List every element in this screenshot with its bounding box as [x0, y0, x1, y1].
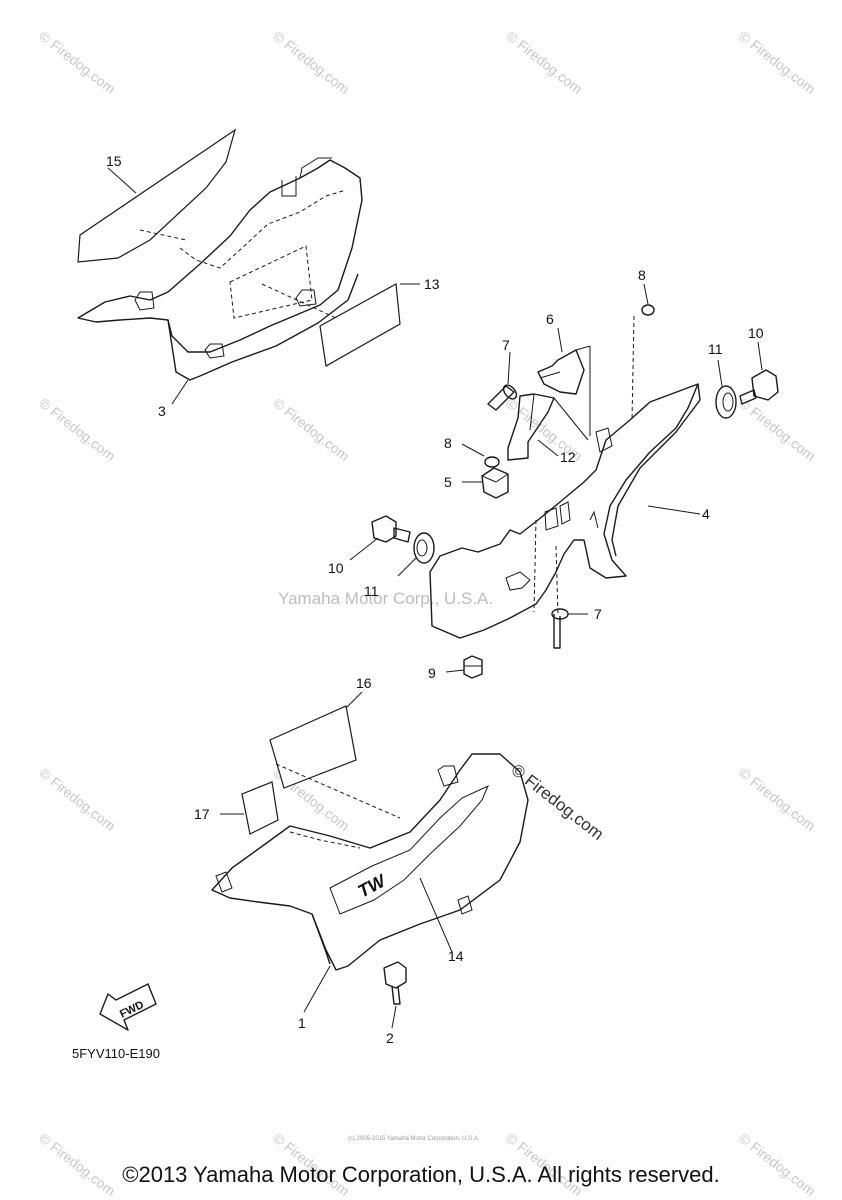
part-12-strap [507, 393, 589, 461]
watermark-center: Yamaha Motor Corp., U.S.A. [278, 589, 493, 608]
watermark: © Firedog.com [503, 28, 585, 97]
part-17-decal [220, 781, 279, 835]
emblem-text: TW [354, 870, 390, 902]
diagram-code: 5FYV110-E190 [72, 1046, 160, 1061]
watermark: © Firedog.com [36, 765, 118, 834]
small-print: (c) 2005-2015 Yamaha Motor Corporation, … [348, 1136, 480, 1142]
watermark: © Firedog.com [36, 395, 118, 464]
part-label-8b: 8 [444, 435, 452, 451]
part-label-13: 13 [424, 276, 440, 292]
part-label-11a: 11 [708, 341, 723, 357]
watermark: © Firedog.com [736, 395, 818, 464]
watermark: © Firedog.com [36, 28, 118, 97]
part-15-decal [77, 128, 237, 263]
part-2-screw [383, 961, 407, 1029]
part-label-11b: 11 [364, 583, 379, 599]
watermark: © Firedog.com [736, 28, 818, 97]
part-7-rivet-b [551, 608, 588, 649]
copyright-footer: ©2013 Yamaha Motor Corporation, U.S.A. A… [122, 1162, 720, 1187]
part-5-nut [462, 467, 509, 499]
part-label-4: 4 [702, 506, 710, 522]
part-label-14: 14 [448, 948, 464, 964]
part-label-15: 15 [106, 153, 122, 169]
part-10-bolt-b [349, 515, 411, 561]
fwd-arrow-label: FWD [118, 999, 146, 1021]
part-9-grommet [445, 655, 483, 679]
part-13-decal [261, 283, 420, 367]
part-8-washer-a [641, 283, 655, 316]
part-label-12: 12 [560, 449, 576, 465]
part-3-side-cover [77, 157, 363, 405]
part-label-16: 16 [356, 675, 372, 691]
part-7-rivet-a [487, 351, 518, 411]
part-label-1: 1 [298, 1015, 306, 1031]
watermark: © Firedog.com [270, 395, 352, 464]
part-10-bolt-a [739, 341, 779, 405]
part-4-bracket [429, 315, 701, 639]
part-label-5: 5 [444, 474, 452, 490]
part-label-9: 9 [428, 665, 436, 681]
part-label-10a: 10 [748, 325, 764, 341]
part-label-7a: 7 [502, 337, 510, 353]
watermark: © Firedog.com [270, 28, 352, 97]
part-label-6: 6 [546, 311, 554, 327]
part-16-decal [269, 691, 401, 819]
part-label-2: 2 [386, 1030, 394, 1046]
watermark: © Firedog.com [736, 765, 818, 834]
part-label-17: 17 [194, 806, 210, 822]
part-label-7b: 7 [594, 606, 602, 622]
part-6-clip [537, 327, 591, 436]
part-8-washer-b [461, 443, 500, 468]
fwd-arrow-icon: FWD [99, 983, 157, 1031]
part-11-grommet-a [715, 359, 737, 419]
part-label-layer: 15 3 13 8 6 10 11 7 8 12 5 4 10 11 7 9 1… [106, 153, 764, 1046]
part-label-8a: 8 [638, 267, 646, 283]
part-11-grommet-b [397, 532, 435, 577]
part-label-3: 3 [158, 403, 166, 419]
part-label-10b: 10 [328, 560, 344, 576]
